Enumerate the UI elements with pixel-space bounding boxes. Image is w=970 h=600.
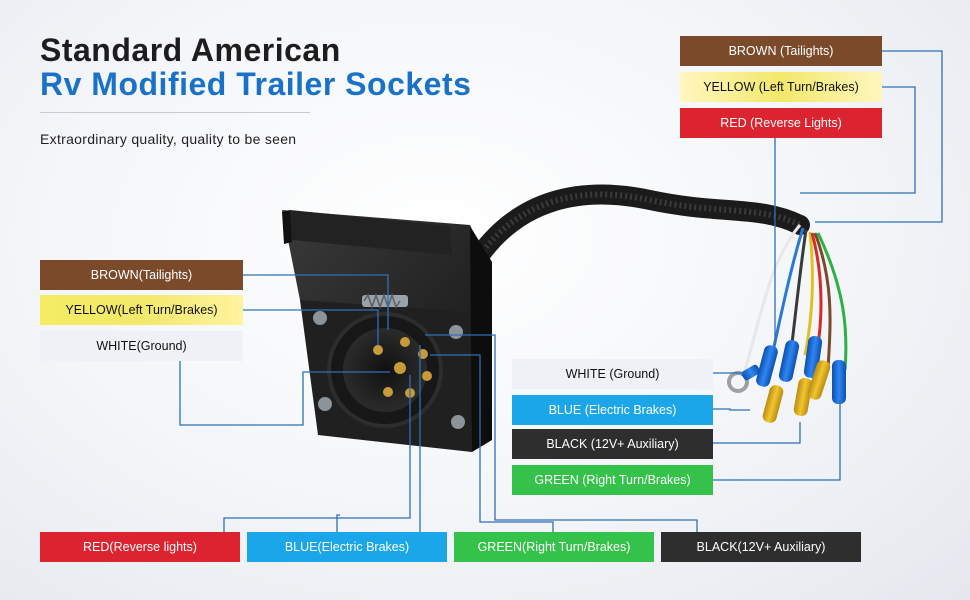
label-bottom-black-12v-auxiliary: BLACK(12V+ Auxiliary) xyxy=(661,532,861,562)
label-left-white-ground: WHITE(Ground) xyxy=(40,331,243,361)
label-right-white-ground: WHITE (Ground) xyxy=(512,359,713,389)
title-line-2: Rv Modified Trailer Sockets xyxy=(40,66,472,102)
mounting-screws xyxy=(313,311,465,429)
label-top-yellow-left-turn-brakes: YELLOW (Left Turn/Brakes) xyxy=(680,72,882,102)
title-line-1: Standard American xyxy=(40,32,341,68)
label-top-red-reverse-lights: RED (Reverse Lights) xyxy=(680,108,882,138)
spring-hinge xyxy=(362,292,408,310)
label-right-green-right-turn-brakes: GREEN (Right Turn/Brakes) xyxy=(512,465,713,495)
label-bottom-blue-electric-brakes: BLUE(Electric Brakes) xyxy=(247,532,447,562)
label-left-brown-tailights: BROWN(Tailights) xyxy=(40,260,243,290)
label-bottom-red-reverse-lights: RED(Reverse lights) xyxy=(40,532,240,562)
socket-face xyxy=(327,312,443,428)
label-top-brown-tailights: BROWN (Tailights) xyxy=(680,36,882,66)
title-divider xyxy=(40,112,310,113)
subtitle: Extraordinary quality, quality to be see… xyxy=(40,131,297,147)
label-bottom-green-right-turn-brakes: GREEN(Right Turn/Brakes) xyxy=(454,532,654,562)
crimp-terminals xyxy=(756,336,846,423)
leader-lines xyxy=(179,50,943,532)
label-right-black-12v-auxiliary: BLACK (12V+ Auxiliary) xyxy=(512,429,713,459)
label-left-yellow-left-turn-brakes: YELLOW(Left Turn/Brakes) xyxy=(40,295,243,325)
cable-harness xyxy=(470,184,810,265)
label-right-blue-electric-brakes: BLUE (Electric Brakes) xyxy=(512,395,713,425)
